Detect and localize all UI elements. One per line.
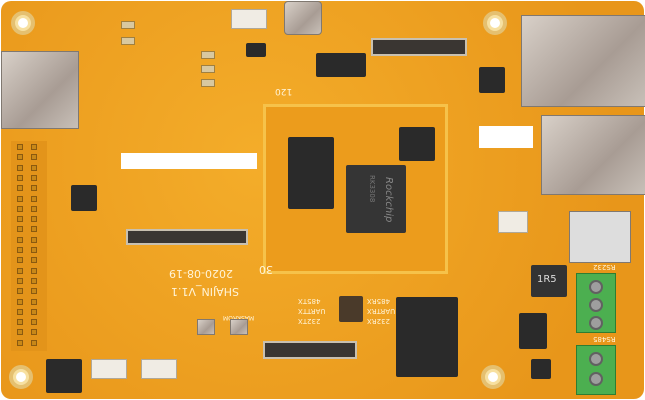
gpio-pin-header: (function(){var c=document.currentScript… <box>11 141 47 351</box>
version-text: SHAJIN_V1.1 <box>171 285 240 298</box>
ic-chip <box>246 43 266 57</box>
ethernet-port <box>521 15 645 107</box>
fpc-connector <box>126 229 248 245</box>
header-pin <box>31 308 37 315</box>
header-pin <box>17 174 23 181</box>
rs485-label: RS485 <box>593 335 616 343</box>
header-pin <box>31 195 37 202</box>
mounting-hole <box>483 11 507 35</box>
blank-label <box>479 126 533 148</box>
header-pin <box>17 267 23 274</box>
header-pin <box>31 144 37 150</box>
usb-a-port <box>541 115 645 195</box>
audio-jack <box>46 359 82 393</box>
header-pin <box>31 205 37 212</box>
jst-connector <box>91 359 127 379</box>
sd-card-slot <box>1 51 79 129</box>
header-pin <box>17 236 23 243</box>
header-pin <box>17 329 23 336</box>
usb-c-port <box>284 1 322 35</box>
fpc-connector <box>371 38 467 56</box>
header-pin <box>17 319 23 326</box>
rs485-terminal-block <box>576 345 616 395</box>
ic-chip <box>531 359 551 379</box>
mounting-hole <box>9 365 33 389</box>
header-pin <box>31 319 37 326</box>
header-pin <box>17 164 23 171</box>
pin-120-label: 120 <box>275 86 293 96</box>
header-pin <box>17 205 23 212</box>
blank-label <box>121 153 257 169</box>
header-pin <box>31 267 37 274</box>
header-pin <box>17 185 23 192</box>
rs232-label: RS232 <box>593 263 616 271</box>
ic-chip <box>479 67 505 93</box>
header-pin <box>31 298 37 305</box>
header-pin <box>31 174 37 181</box>
jst-connector <box>498 211 528 233</box>
header-pin <box>31 154 37 161</box>
header-pin <box>17 257 23 264</box>
header-pin <box>31 277 37 284</box>
header-pin <box>31 329 37 336</box>
header-pin <box>17 298 23 305</box>
header-pin <box>31 339 37 346</box>
soc-chip: Rockchip RK3308 <box>346 165 406 233</box>
header-pin <box>17 226 23 233</box>
ic-chip <box>71 185 97 211</box>
header-pin <box>31 288 37 295</box>
date-text: 2020-08-19 <box>169 267 233 280</box>
header-pin <box>17 216 23 223</box>
maskrom-button[interactable] <box>230 319 248 335</box>
ic-chip <box>316 53 366 77</box>
header-pin <box>17 154 23 161</box>
header-pin <box>31 226 37 233</box>
mounting-hole <box>481 365 505 389</box>
header-pin <box>31 236 37 243</box>
fpc-connector <box>263 341 357 359</box>
pmic-chip <box>399 127 435 161</box>
ram-chip <box>288 137 334 209</box>
header-pin <box>31 257 37 264</box>
mounting-hole <box>11 11 35 35</box>
header-pin <box>17 277 23 284</box>
header-pin <box>31 216 37 223</box>
flash-chip <box>396 297 458 377</box>
core-module: Rockchip RK3308 <box>263 104 448 274</box>
jst-connector <box>141 359 177 379</box>
header-pin <box>17 144 23 150</box>
header-pin <box>17 308 23 315</box>
reset-button[interactable] <box>197 319 215 335</box>
rs232-terminal-block <box>576 273 616 333</box>
header-pin <box>31 164 37 171</box>
inductor: 1R5 <box>531 265 567 297</box>
power-jack <box>569 211 631 263</box>
header-pin <box>17 247 23 253</box>
header-pin <box>31 247 37 253</box>
uart-jumper[interactable] <box>339 296 363 322</box>
header-pin <box>17 288 23 295</box>
header-pin <box>17 195 23 202</box>
pin-30-label: 30 <box>259 263 273 276</box>
ic-chip <box>519 313 547 349</box>
header-pin <box>17 339 23 346</box>
header-pin <box>31 185 37 192</box>
jst-connector <box>231 9 267 29</box>
